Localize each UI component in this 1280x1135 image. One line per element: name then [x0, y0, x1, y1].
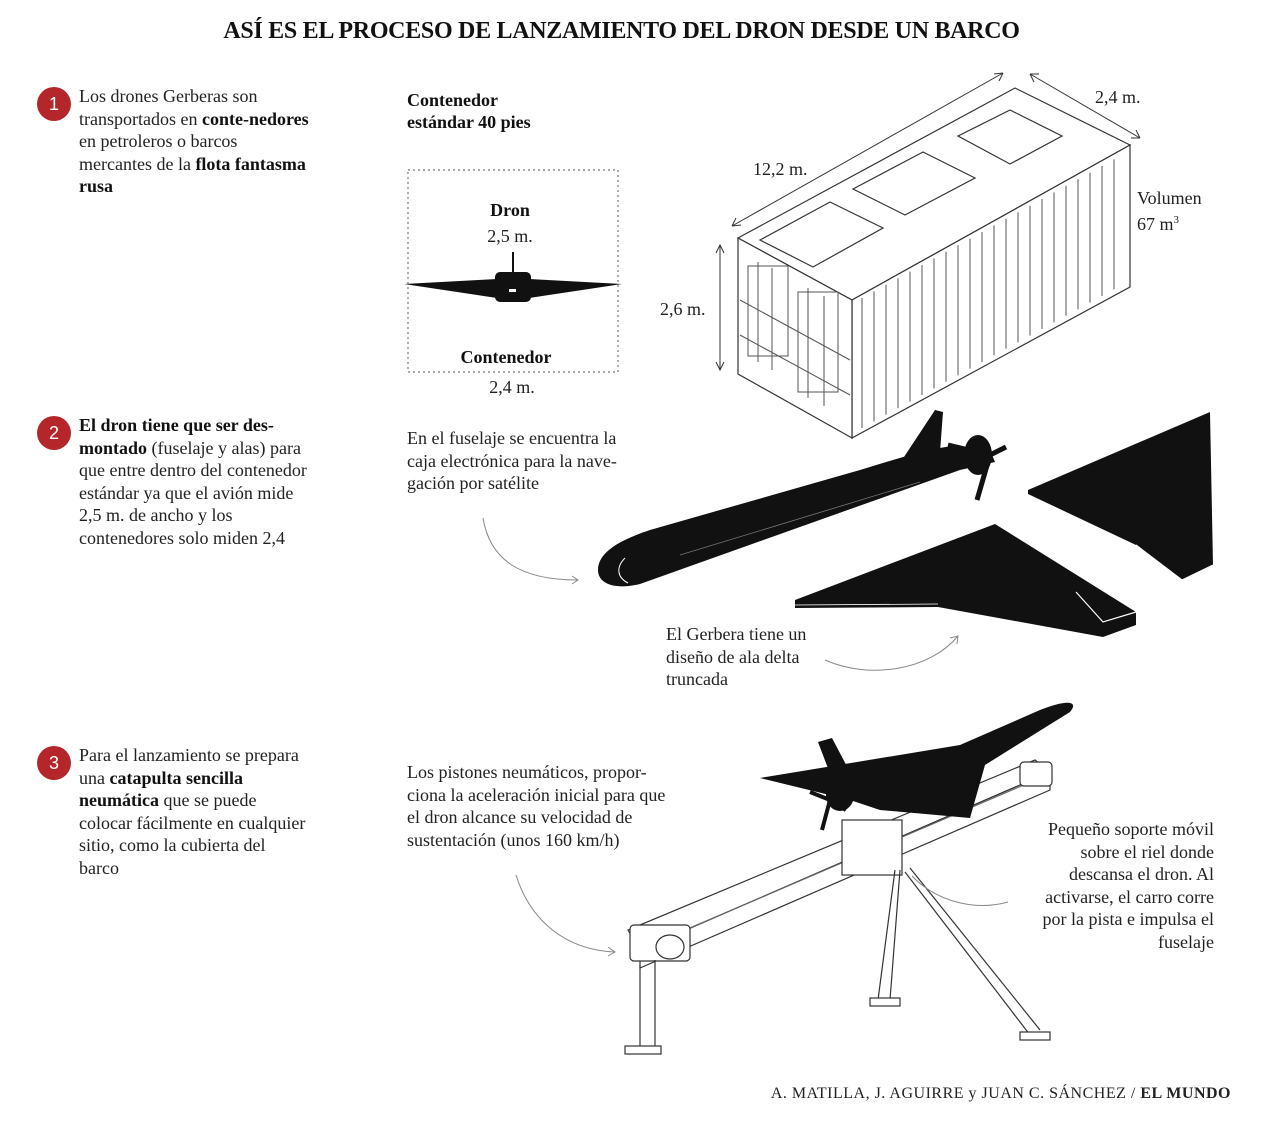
step-text-part: en petroleros o barcos mercantes de la	[79, 131, 238, 174]
wing-icons	[794, 412, 1214, 637]
credit-outlet: EL MUNDO	[1140, 1085, 1231, 1102]
wing-annotation: El Gerbera tiene un diseño de ala delta …	[666, 624, 807, 689]
step-text-part: El dron tiene que ser des-montado	[79, 415, 274, 458]
drone-width: 2,5 m.	[487, 226, 533, 246]
step-number: 2	[37, 416, 71, 450]
credit-line: A. MATILLA, J. AGUIRRE y JUAN C. SÁNCHEZ…	[771, 1085, 1231, 1103]
step-text-part: que se puede colocar fácilmente en cualq…	[79, 790, 306, 878]
step-text: Para el lanzamiento se prepara una catap…	[79, 744, 309, 879]
support-annotation: Pequeño soporte móvil sobre el riel dond…	[1042, 819, 1214, 952]
dimension-arrows	[715, 72, 1141, 372]
container-heading-line2: estándar 40 pies	[407, 112, 531, 132]
step-text: Los drones Gerberas son transportados en…	[79, 85, 309, 198]
step-text-part: (fuselaje y alas) para que entre dentro …	[79, 437, 307, 548]
fuselage-annotation: En el fuselaje se encuentra la caja elec…	[407, 428, 617, 493]
container-height: 2,6 m.	[660, 299, 706, 319]
container-width: 2,4 m.	[489, 377, 535, 397]
pistons-annotation: Los pistones neumáticos, propor-ciona la…	[407, 762, 666, 850]
credit-authors: A. MATILLA, J. AGUIRRE y JUAN C. SÁNCHEZ…	[770, 1085, 1141, 1102]
drone-topview-icon	[495, 272, 531, 302]
step-text-part: Para el lanzamiento se prepara una	[79, 745, 299, 788]
step-number: 3	[37, 746, 71, 780]
step-text-part: catapulta sencilla neumática	[79, 767, 243, 811]
container-label: Contenedor	[460, 347, 552, 367]
container-heading-line1: Contenedor	[407, 90, 498, 110]
container-width-dim: 2,4 m.	[1095, 87, 1141, 107]
step-text-part: conte-nedores	[201, 108, 309, 129]
volume-value: 67 m3	[1137, 214, 1180, 234]
step-text-part: Los drones Gerberas son transportados en	[79, 86, 258, 129]
fuselage-icon	[598, 410, 1008, 587]
step-text: El dron tiene que ser des-montado (fusel…	[79, 414, 309, 549]
container-length: 12,2 m.	[753, 159, 808, 179]
shipping-container-icon	[736, 87, 1132, 440]
drone-on-catapult-icon	[760, 702, 1074, 831]
step-text-part: flota fantasma rusa	[79, 153, 306, 197]
page-title: ASÍ ES EL PROCESO DE LANZAMIENTO DEL DRO…	[223, 18, 1020, 44]
step-number: 1	[37, 87, 71, 121]
volume-label: Volumen	[1137, 188, 1202, 208]
container-footprint-diagram	[404, 169, 622, 373]
drone-label: Dron	[490, 200, 530, 220]
pointer-arrows	[482, 517, 1009, 957]
